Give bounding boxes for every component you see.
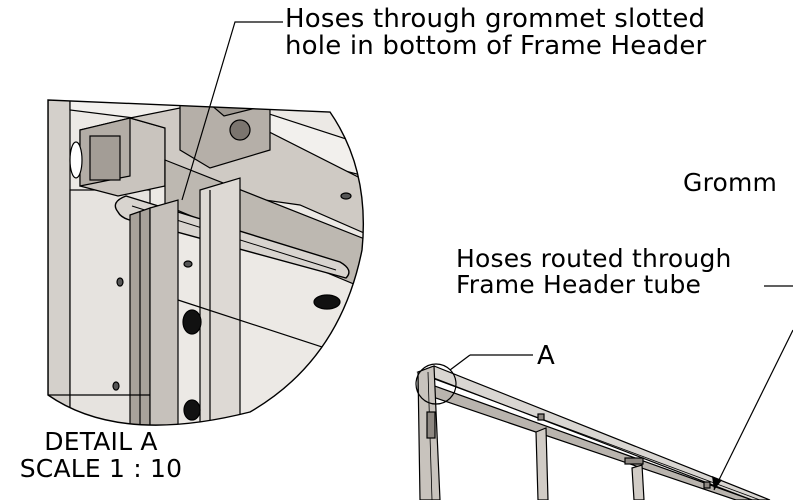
leader-hoses-routed — [713, 329, 793, 491]
detail-letter-label: A — [537, 341, 555, 371]
callout-routed-line-1: Hoses routed through — [456, 244, 732, 273]
detail-caption: DETAIL A SCALE 1 : 10 — [6, 428, 196, 482]
detail-a-view — [48, 100, 364, 426]
leader-detail-a — [449, 354, 471, 371]
detail-title: DETAIL A — [44, 427, 158, 456]
detail-scale: SCALE 1 : 10 — [19, 454, 183, 483]
detail-boundary — [47, 99, 365, 426]
callout-routed-line-2: Frame Header tube — [456, 270, 702, 299]
callout-hoses-through-grommet: Hoses through grommet slotted hole in bo… — [285, 6, 706, 60]
callout-line-1: Hoses through grommet slotted — [285, 4, 706, 34]
leader-arrowhead — [712, 476, 722, 490]
detail-a-circle — [415, 363, 457, 405]
leader-hoses-grommet — [181, 21, 283, 201]
callout-line-2: hole in bottom of Frame Header — [285, 31, 707, 61]
callout-grommet: Gromm — [683, 168, 778, 197]
callout-hoses-routed: Hoses routed through Frame Header tube — [456, 246, 732, 298]
